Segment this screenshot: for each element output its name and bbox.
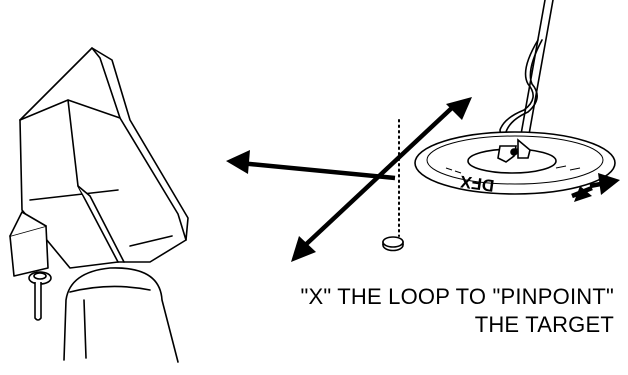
- instruction-line-2: THE TARGET: [474, 312, 614, 337]
- knob-icon: [28, 271, 52, 321]
- detector-control-box-icon: [9, 47, 189, 363]
- arrow-icon: [226, 97, 620, 262]
- instruction-caption: "X" THE LOOP TO "PINPOINT" THE TARGET: [194, 283, 614, 339]
- instruction-line-1: "X" THE LOOP TO "PINPOINT": [300, 284, 614, 309]
- target-coin-icon: [382, 236, 404, 252]
- shaft-icon: [499, 0, 554, 147]
- search-coil-icon: [414, 131, 616, 195]
- coil-brand-label: DFX: [458, 172, 495, 196]
